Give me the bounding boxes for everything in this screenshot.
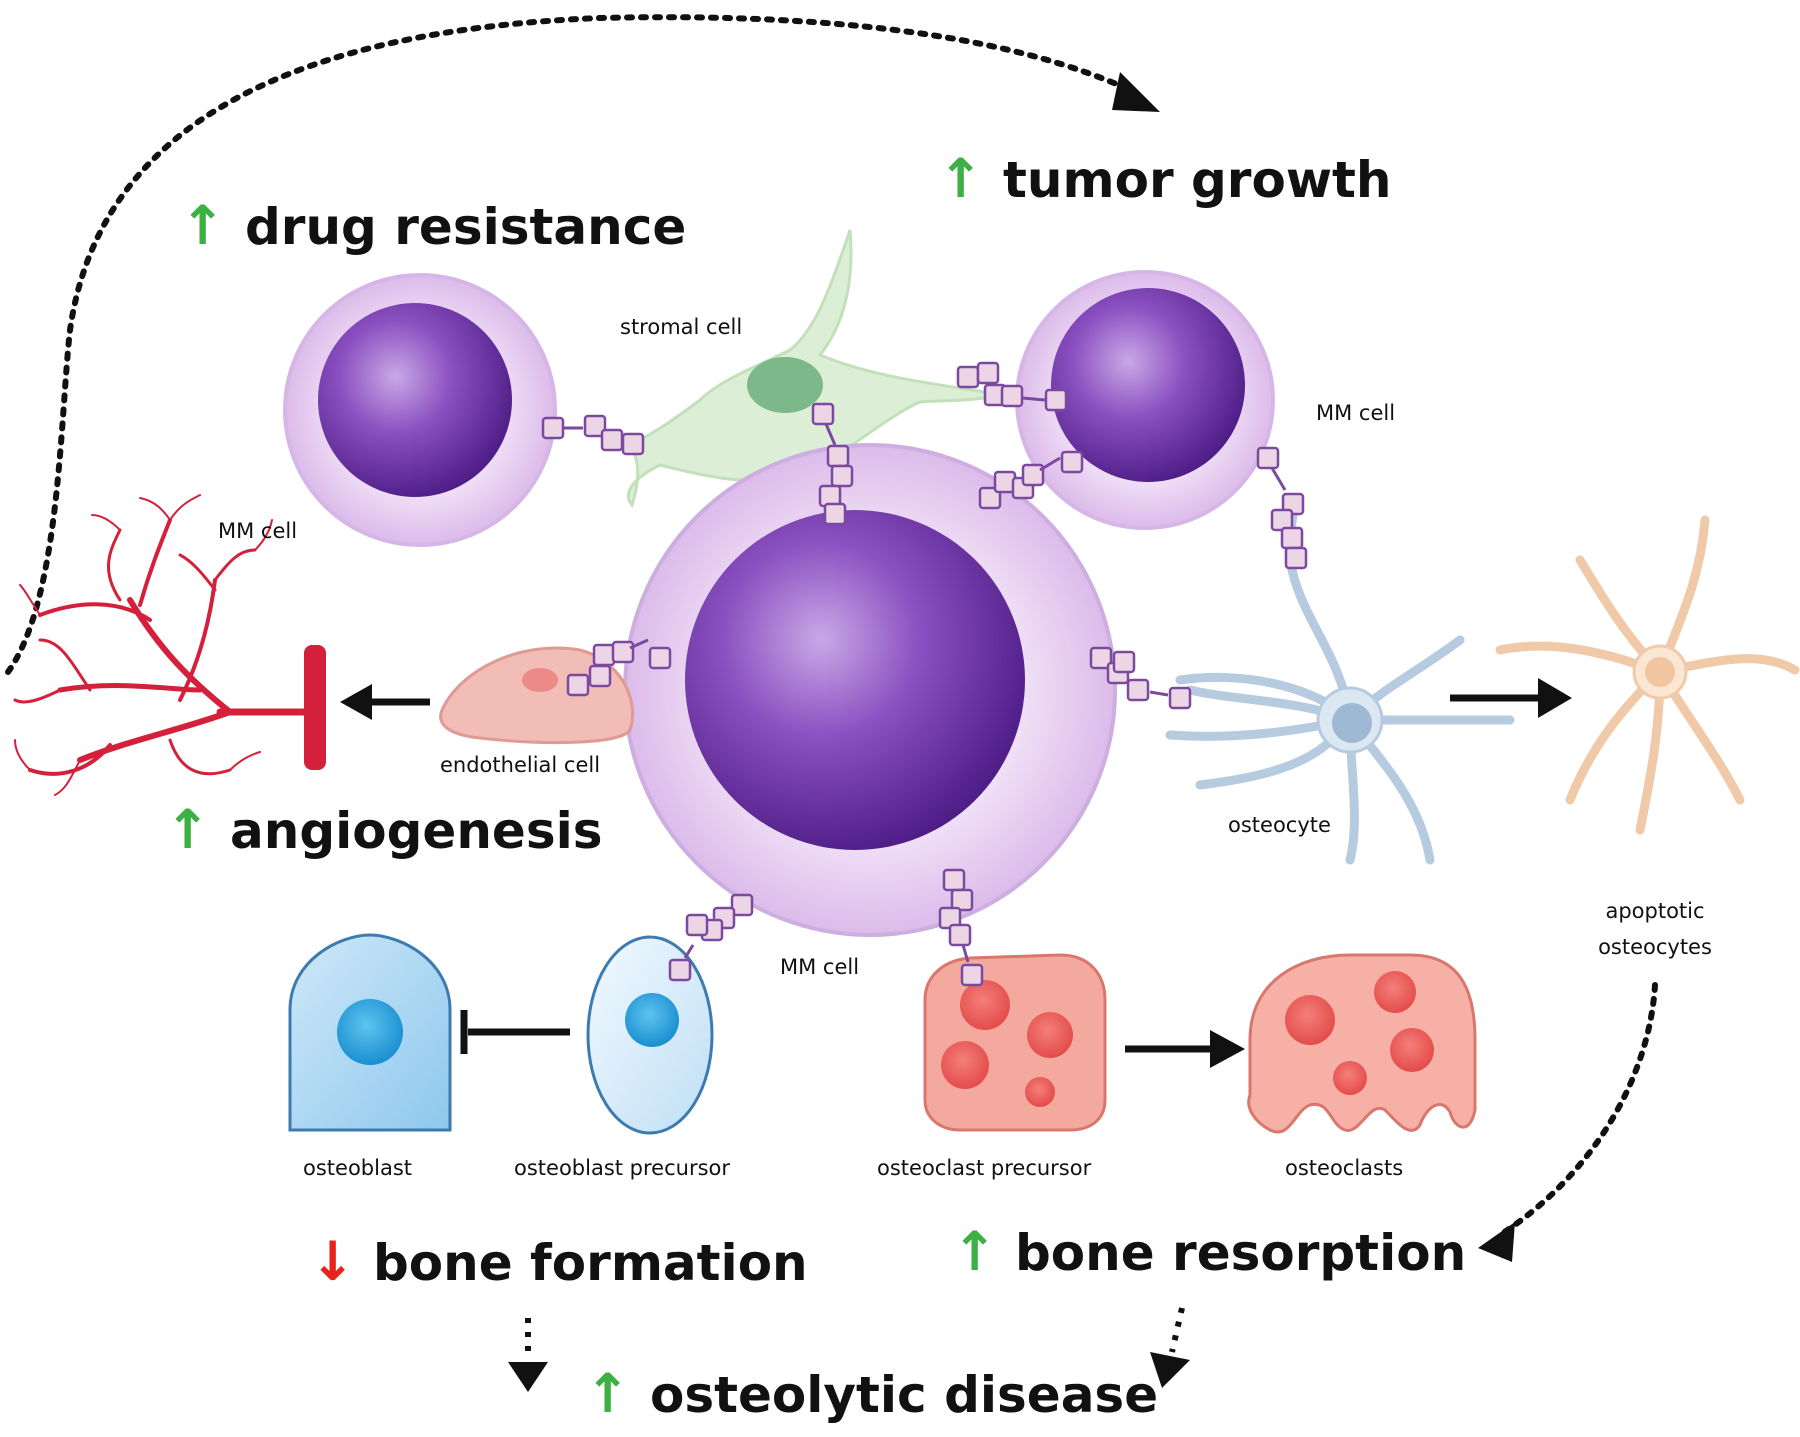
up-arrow-drug-resistance: ↑ bbox=[180, 194, 225, 257]
outcome-bone-formation: bone formation bbox=[373, 1234, 808, 1292]
dotted-arrowhead-bone-formation bbox=[508, 1362, 548, 1392]
label-apoptotic-line1: apoptotic bbox=[1605, 899, 1704, 923]
arrow-to-apoptosis bbox=[1450, 678, 1572, 718]
feedback-arrowhead-right bbox=[1478, 1222, 1515, 1262]
outcome-tumor-growth: tumor growth bbox=[1003, 151, 1392, 209]
up-arrow-tumor-growth: ↑ bbox=[938, 147, 983, 210]
outcome-osteolytic-disease: osteolytic disease bbox=[650, 1366, 1158, 1424]
osteoblast bbox=[288, 933, 452, 1132]
label-endothelial-cell: endothelial cell bbox=[440, 753, 600, 777]
label-mm-cell-center: MM cell bbox=[780, 955, 859, 979]
receptor-pairs bbox=[541, 361, 1308, 987]
arrow-to-osteoclasts bbox=[1125, 1030, 1245, 1068]
endothelial-nucleus bbox=[522, 668, 558, 692]
mm-nucleus bbox=[318, 303, 512, 497]
up-arrow-bone-resorption: ↑ bbox=[952, 1220, 997, 1283]
osteocyte-nucleus bbox=[1332, 703, 1372, 743]
label-osteoclasts: osteoclasts bbox=[1285, 1156, 1403, 1180]
up-arrow-osteolytic-disease: ↑ bbox=[585, 1362, 630, 1425]
endothelial-cell bbox=[439, 646, 635, 745]
feedback-dotted-arrow-right bbox=[1497, 982, 1658, 1238]
osteoclast-precursor bbox=[923, 953, 1107, 1132]
mm-cell-top-left bbox=[283, 273, 557, 547]
arrow-to-angiogenesis bbox=[340, 684, 430, 720]
down-arrow-bone-formation: ↓ bbox=[310, 1230, 355, 1293]
outcome-bone-resorption: bone resorption bbox=[1015, 1224, 1466, 1282]
outcome-angiogenesis: angiogenesis bbox=[230, 802, 603, 860]
mm-cell-top-right bbox=[1015, 270, 1275, 530]
osteoblast-precursor-nucleus bbox=[625, 993, 679, 1047]
label-mm-cell-right: MM cell bbox=[1316, 401, 1395, 425]
osteoclast bbox=[1247, 953, 1477, 1134]
label-apoptotic-line2: osteocytes bbox=[1598, 935, 1712, 959]
mm-cell-center bbox=[623, 443, 1117, 937]
dotted-arrowhead-bone-resorption bbox=[1150, 1352, 1190, 1388]
outcome-drug-resistance: drug resistance bbox=[245, 198, 686, 256]
apoptotic-osteocyte-nucleus bbox=[1645, 657, 1675, 687]
label-stromal-cell: stromal cell bbox=[620, 315, 742, 339]
label-osteocyte: osteocyte bbox=[1228, 813, 1331, 837]
label-osteoblast: osteoblast bbox=[303, 1156, 412, 1180]
blood-vessel bbox=[13, 494, 326, 796]
mm-nucleus bbox=[685, 510, 1025, 850]
osteoblast-nucleus bbox=[337, 999, 403, 1065]
stromal-cell bbox=[626, 229, 1001, 509]
label-osteoclast-precursor: osteoclast precursor bbox=[877, 1156, 1092, 1180]
label-osteoblast-precursor: osteoblast precursor bbox=[514, 1156, 730, 1180]
inhibition-arrow bbox=[460, 1010, 570, 1054]
feedback-arrowhead-top bbox=[1112, 72, 1160, 112]
osteoblast-precursor bbox=[586, 935, 714, 1135]
osteocyte bbox=[1165, 495, 1515, 865]
up-arrow-angiogenesis: ↑ bbox=[165, 798, 210, 861]
mm-nucleus bbox=[1051, 288, 1245, 482]
label-mm-cell-left: MM cell bbox=[218, 519, 297, 543]
stromal-nucleus bbox=[747, 357, 823, 413]
dotted-arrow-bone-resorption bbox=[1169, 1307, 1185, 1353]
feedback-dotted-arrow-top bbox=[5, 14, 1133, 675]
